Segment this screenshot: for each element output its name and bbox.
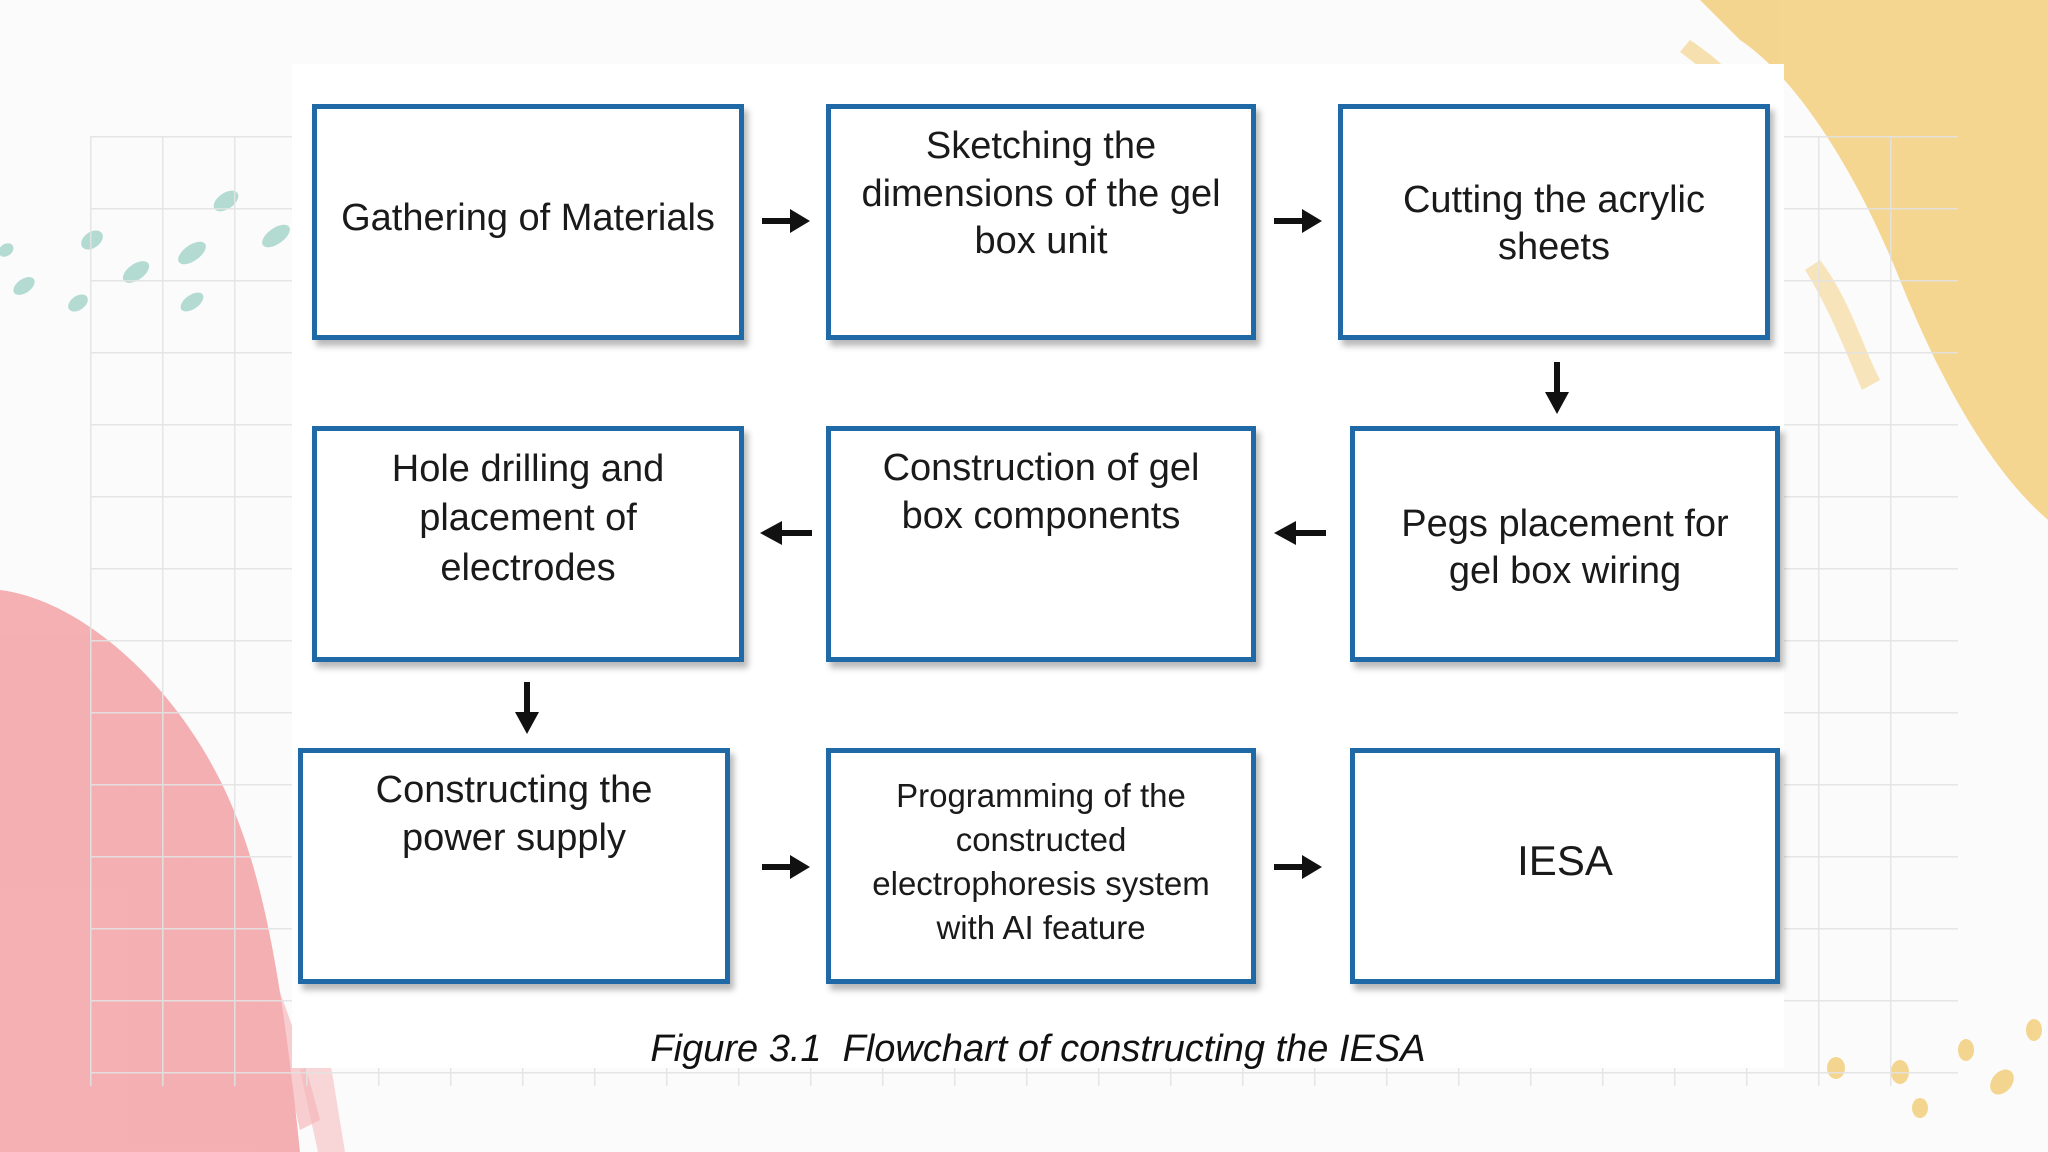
- arrow-down-1: [1545, 362, 1569, 414]
- step-power-supply-label: Constructing the power supply: [375, 769, 653, 859]
- step-construction-components-label: Construction of gel box components: [882, 447, 1200, 537]
- arrow-left-2: [760, 521, 812, 545]
- step-hole-drilling: Hole drilling and placement of electrode…: [312, 426, 744, 662]
- step-sketching-dimensions: Sketching the dimensions of the gel box …: [826, 104, 1256, 340]
- step-programming-ai-label: Programming of the constructed electroph…: [872, 777, 1210, 946]
- step-hole-drilling-label: Hole drilling and placement of electrode…: [391, 448, 665, 589]
- arrow-right-4: [1274, 855, 1322, 879]
- step-cutting-acrylic: Cutting the acrylic sheets: [1338, 104, 1770, 340]
- step-pegs-placement: Pegs placement for gel box wiring: [1350, 426, 1780, 662]
- arrow-right-1: [762, 209, 810, 233]
- step-gathering-materials: Gathering of Materials: [312, 104, 744, 340]
- step-sketching-dimensions-label: Sketching the dimensions of the gel box …: [861, 125, 1221, 262]
- arrow-right-3: [762, 855, 810, 879]
- step-gathering-materials-label: Gathering of Materials: [341, 197, 715, 240]
- step-construction-components: Construction of gel box components: [826, 426, 1256, 662]
- arrow-down-2: [515, 682, 539, 734]
- arrow-right-2: [1274, 209, 1322, 233]
- step-iesa-label: IESA: [1517, 836, 1613, 884]
- arrow-left-1: [1274, 521, 1326, 545]
- step-cutting-acrylic-label: Cutting the acrylic sheets: [1402, 178, 1705, 269]
- step-iesa: IESA: [1350, 748, 1780, 984]
- step-power-supply: Constructing the power supply: [298, 748, 730, 984]
- step-programming-ai: Programming of the constructed electroph…: [826, 748, 1256, 984]
- step-pegs-placement-label: Pegs placement for gel box wiring: [1401, 502, 1729, 593]
- figure-caption: Figure 3.1 Flowchart of constructing the…: [650, 1028, 1426, 1070]
